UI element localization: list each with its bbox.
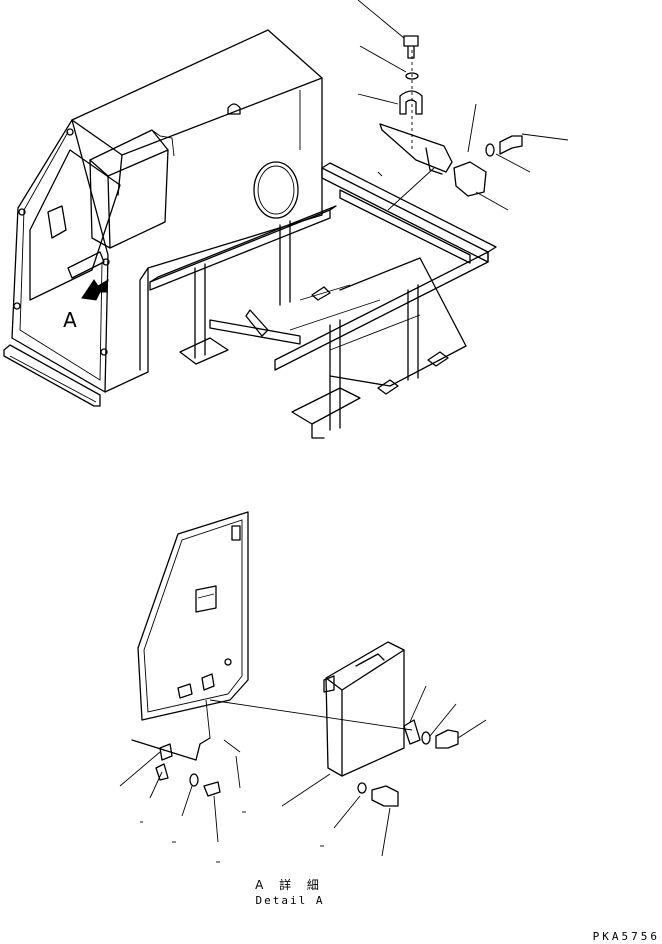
detail-control-box bbox=[323, 641, 405, 777]
upper-assembly bbox=[3, 0, 569, 439]
floor-plate bbox=[289, 257, 467, 395]
detail-leaders bbox=[119, 685, 487, 863]
support-frame bbox=[149, 162, 497, 439]
detail-caption-english: Detail A bbox=[255, 894, 325, 907]
side-cover-panel bbox=[11, 119, 121, 393]
detail-panel bbox=[137, 511, 249, 721]
detail-caption-japanese: A 詳 細 bbox=[255, 878, 325, 892]
detail-left-hardware bbox=[131, 699, 241, 797]
view-label-a: A bbox=[63, 308, 77, 332]
control-box bbox=[89, 129, 175, 249]
base-plate-left bbox=[3, 344, 101, 407]
detail-a-assembly bbox=[119, 511, 487, 863]
drawing-code: PKA5756 bbox=[592, 930, 660, 943]
upper-hardware bbox=[357, 0, 569, 211]
housing bbox=[71, 29, 323, 393]
detail-right-hardware bbox=[357, 719, 459, 807]
view-arrow-icon bbox=[81, 279, 109, 301]
